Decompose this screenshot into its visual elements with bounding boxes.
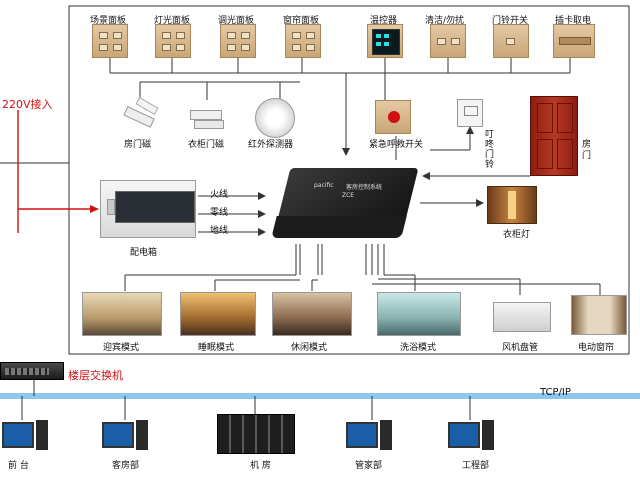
wardrobe-light-label: 衣柜灯 <box>503 230 531 240</box>
server-room-label: 机 房 <box>250 461 271 471</box>
welcome-mode-label: 迎宾模式 <box>103 343 140 353</box>
controller-model: ZCE <box>342 192 355 199</box>
distribution-box-image <box>100 180 196 238</box>
dimmer-panel <box>220 24 256 58</box>
floor-switch-label: 楼层交换机 <box>68 369 123 382</box>
light-panel-label: 灯光面板 <box>154 16 191 26</box>
distribution-box-label: 配电箱 <box>130 248 158 258</box>
power-input-label: 220V接入 <box>2 98 53 111</box>
tcp-ip-label: TCP/IP <box>540 387 571 398</box>
engineering-label: 工程部 <box>462 461 490 471</box>
emergency-switch-label: 紧急呼救开关 <box>369 140 424 150</box>
fan-coil-label: 风机盘管 <box>502 343 539 353</box>
leisure-mode-label: 休闲模式 <box>291 343 328 353</box>
system-boundary <box>68 5 630 355</box>
dnd-panel <box>430 24 466 58</box>
butler-label: 管家部 <box>355 461 383 471</box>
room-door-image <box>530 96 578 176</box>
dnd-panel-label: 清洁/勿扰 <box>425 16 465 26</box>
doorbell-switch-panel <box>493 24 529 58</box>
curtain-image <box>571 295 627 335</box>
wardrobe-magnet-label: 衣柜门磁 <box>188 140 225 150</box>
card-switch-panel <box>553 24 595 58</box>
wardrobe-light-image <box>487 186 537 224</box>
curtain-panel <box>285 24 321 58</box>
ground-line-label: 地线 <box>210 226 229 236</box>
thermostat-label: 温控器 <box>370 16 398 26</box>
emergency-switch-image <box>375 100 411 134</box>
doorbell-switch-label: 门铃开关 <box>492 16 529 26</box>
butler-computer <box>344 420 394 454</box>
engineering-computer <box>446 420 496 454</box>
dimmer-panel-label: 调光面板 <box>218 16 255 26</box>
leisure-mode-image <box>272 292 352 336</box>
room-controller: pacific 客房控制系统 ZCE <box>270 168 422 244</box>
light-panel <box>155 24 191 58</box>
front-desk-label: 前 台 <box>8 461 29 471</box>
door-magnet-label: 房门磁 <box>124 140 152 150</box>
sleep-mode-label: 睡眠模式 <box>198 343 235 353</box>
card-switch-label: 插卡取电 <box>555 16 592 26</box>
wardrobe-magnet-image <box>188 100 228 134</box>
scene-panel-label: 场景面板 <box>90 16 127 26</box>
front-desk-computer <box>0 420 50 454</box>
fan-coil-image <box>493 302 551 332</box>
ir-detector-label: 红外探测器 <box>248 140 294 150</box>
fire-line-label: 火线 <box>210 190 229 200</box>
server-room-image <box>217 414 295 454</box>
housekeeping-label: 客房部 <box>112 461 140 471</box>
doorbell-label: 叮咚门铃 <box>485 130 495 170</box>
neutral-line-label: 零线 <box>210 208 229 218</box>
welcome-mode-image <box>82 292 162 336</box>
curtain-label: 电动窗帘 <box>578 343 615 353</box>
controller-brand: pacific <box>314 182 334 189</box>
housekeeping-computer <box>100 420 150 454</box>
scene-panel <box>92 24 128 58</box>
doorbell-image <box>457 99 483 127</box>
controller-text: 客房控制系统 <box>346 184 383 191</box>
bath-mode-label: 洗浴模式 <box>400 343 437 353</box>
curtain-panel-label: 窗帘面板 <box>283 16 320 26</box>
bath-mode-image <box>377 292 461 336</box>
ir-detector-image <box>255 98 295 138</box>
floor-switch-image <box>0 362 64 380</box>
thermostat-panel <box>367 24 403 58</box>
door-magnet-image <box>122 97 162 134</box>
room-door-label: 房门 <box>582 140 592 161</box>
sleep-mode-image <box>180 292 256 336</box>
